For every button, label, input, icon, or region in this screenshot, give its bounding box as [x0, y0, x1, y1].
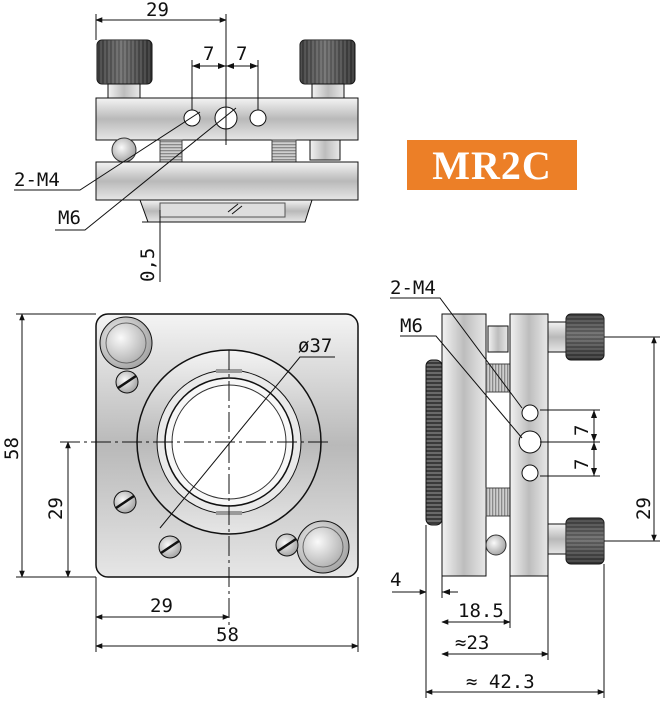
- spring-right: [271, 139, 297, 163]
- front-knob-top-left: [99, 316, 153, 370]
- front-dim-aperture: ø37: [298, 335, 332, 357]
- adjuster-knob-right: [299, 39, 356, 99]
- side-dim-depth-2: ≈23: [455, 632, 489, 654]
- front-dim-height: 58: [1, 437, 23, 460]
- top-label-center: M6: [58, 207, 81, 229]
- screw-1: [115, 370, 139, 394]
- screw-4: [275, 533, 299, 557]
- side-dim-upper: 7: [571, 425, 593, 436]
- model-badge: MR2C: [407, 140, 577, 190]
- side-hole-m6: [518, 430, 542, 454]
- side-label-center: M6: [400, 315, 423, 337]
- top-label-holes: 2-M4: [14, 169, 60, 191]
- top-dim-right: 7: [236, 43, 247, 65]
- side-knurled-ring: [425, 359, 443, 526]
- side-dim-vertical: 29: [633, 497, 655, 520]
- top-view: 29 7 7 2-M4 M6 0,5: [14, 0, 359, 282]
- side-hole-m4-top: [521, 404, 539, 422]
- model-label: MR2C: [432, 142, 552, 188]
- locking-nut: [309, 139, 341, 161]
- side-spring-bottom: [485, 487, 511, 517]
- top-dim-width: 29: [146, 0, 169, 21]
- front-dim-width: 58: [216, 624, 239, 646]
- side-dim-lower: 7: [571, 459, 593, 470]
- side-view: 2-M4 M6 7 7 29 4 18.5 ≈23 ≈ 42.3: [390, 277, 660, 698]
- side-dim-lip: 4: [390, 569, 401, 591]
- front-view: ø37 58 29 29 58: [1, 313, 359, 652]
- front-dim-horizontal-offset: 29: [150, 595, 173, 617]
- front-knob-bottom-right: [296, 520, 350, 574]
- side-label-holes: 2-M4: [390, 277, 436, 299]
- side-ball-bearing: [485, 534, 507, 556]
- side-front-plate: [441, 313, 487, 577]
- top-dim-gap: 0,5: [137, 248, 159, 282]
- top-dim-left: 7: [203, 43, 214, 65]
- side-dim-depth-total: ≈ 42.3: [466, 671, 535, 693]
- spring-left: [159, 139, 183, 163]
- side-dim-depth-1: 18.5: [458, 600, 504, 622]
- bottom-plate: [95, 161, 359, 201]
- screw-3: [158, 535, 182, 559]
- top-plate: [95, 97, 359, 141]
- ball-bearing: [111, 137, 137, 163]
- hole-m4-left: [183, 109, 201, 127]
- screw-2: [113, 490, 137, 514]
- front-dim-vertical-offset: 29: [45, 497, 67, 520]
- hole-m4-right: [249, 109, 267, 127]
- side-hole-m4-bottom: [521, 464, 539, 482]
- adjuster-knob-left: [96, 39, 153, 99]
